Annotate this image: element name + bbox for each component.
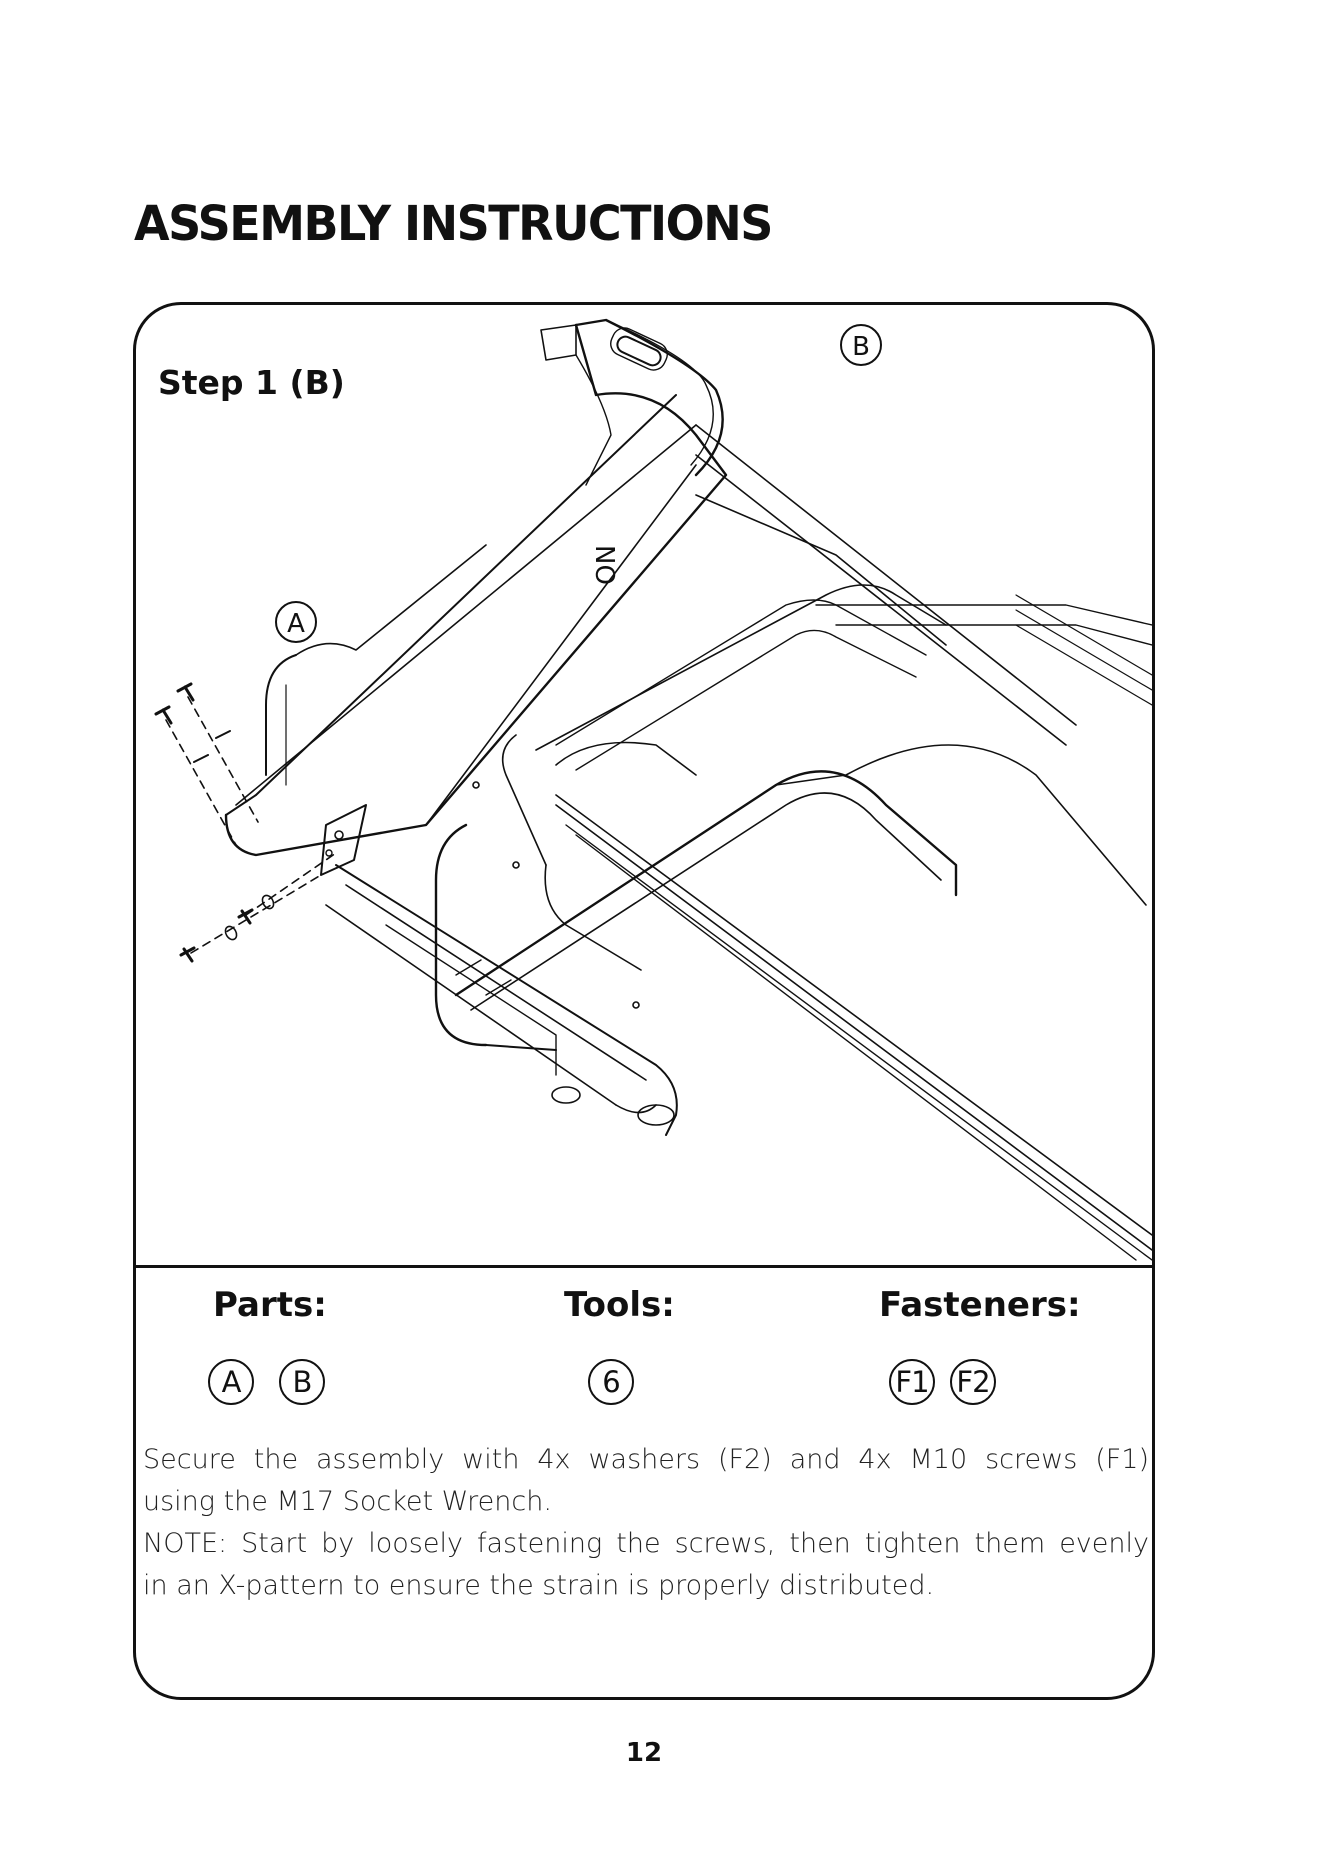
part-badge: A — [208, 1359, 254, 1405]
description-note: NOTE: Start by loosely fastening the scr… — [143, 1528, 1149, 1559]
callout-a-label: A — [287, 609, 305, 639]
callout-a: A — [275, 601, 317, 643]
description-line: Secure the assembly with 4x washers (F2)… — [143, 1444, 1149, 1475]
page-number: 12 — [625, 1738, 663, 1768]
part-badge: B — [279, 1359, 325, 1405]
tools-heading: Tools: — [564, 1285, 675, 1325]
upper-screws — [154, 682, 259, 846]
upright-column: NO — [224, 318, 728, 876]
description-line: using the M17 Socket Wrench. — [143, 1486, 552, 1517]
assembly-illustration: NO A B — [154, 318, 1152, 1261]
fastener-badge: F2 — [950, 1359, 996, 1405]
fasteners-heading: Fasteners: — [879, 1285, 1081, 1325]
lower-screws — [179, 852, 337, 963]
step-panel: NO A B Step 1 (B) — [133, 302, 1155, 1700]
fastener-badge: F1 — [889, 1359, 935, 1405]
description-note: in an X-pattern to ensure the strain is … — [143, 1570, 935, 1601]
parts-heading: Parts: — [213, 1285, 327, 1325]
divider — [136, 1265, 1152, 1268]
step-label: Step 1 (B) — [158, 363, 345, 402]
treadmill-frame — [325, 424, 1152, 1261]
frame-brand-text: NO — [589, 545, 619, 585]
tool-badge: 6 — [588, 1359, 634, 1405]
callout-b: B — [840, 324, 882, 366]
callout-b-label: B — [852, 332, 870, 362]
step-description: Secure the assembly with 4x washers (F2)… — [143, 1439, 1149, 1607]
page-title: ASSEMBLY INSTRUCTIONS — [134, 194, 773, 252]
